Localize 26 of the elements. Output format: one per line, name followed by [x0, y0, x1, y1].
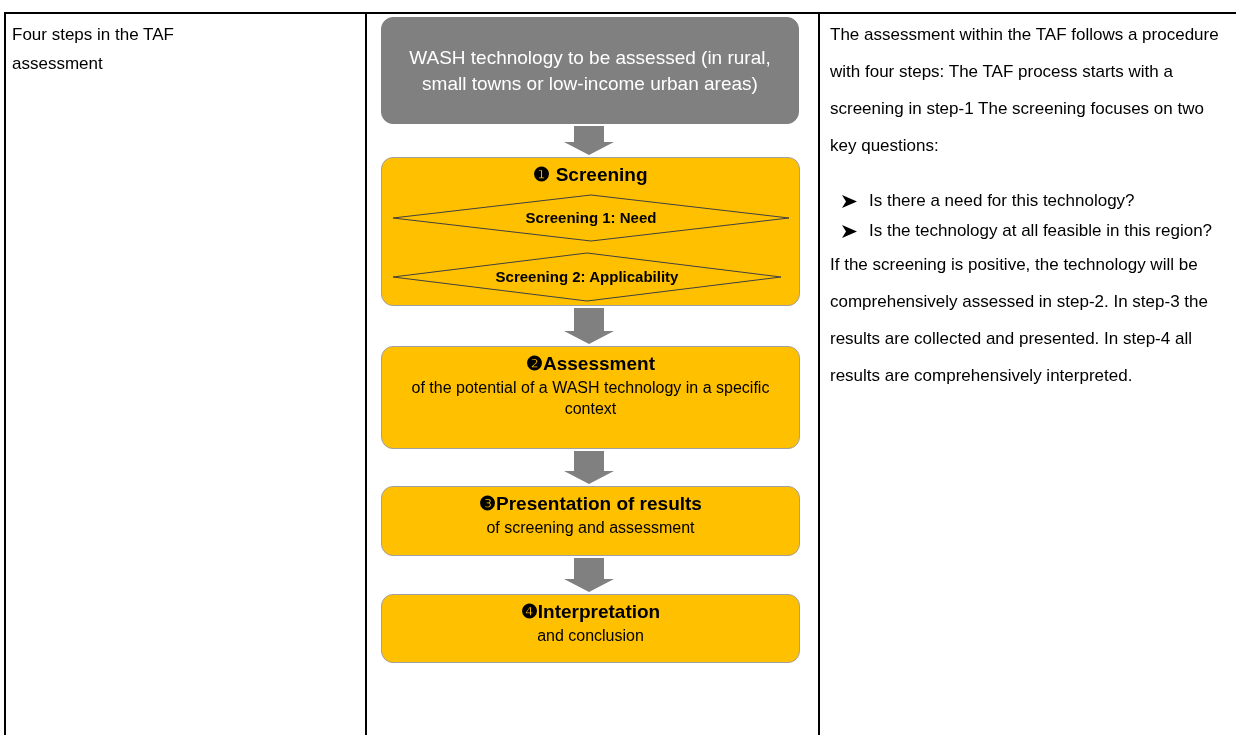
step-description: and conclusion [536, 626, 645, 646]
step-title: ❹Interpretation [520, 600, 661, 624]
diamond-label: Screening 2: Applicability [495, 267, 679, 287]
process-box [381, 157, 800, 306]
bullet-text: Is there a need for this technology? [869, 190, 1135, 212]
step-title: ❶ Screening [533, 163, 648, 187]
process-box [381, 594, 800, 663]
table-text: Four steps in the TAF assessment [12, 24, 175, 75]
block-arrow [564, 558, 614, 592]
process-box [381, 346, 800, 449]
decision-diamond [393, 252, 781, 302]
paragraph: If the screening is positive, the technology will be comprehensively assessed in step-2. In step-3 the results are collected and presented. In step-4 all results are comprehensively interpreted. [830, 254, 1209, 387]
block-arrow [564, 308, 614, 344]
process-box [381, 486, 800, 556]
step-title: ❸Presentation of results [479, 492, 702, 516]
step-description: of the potential of a WASH technology in a specific context [410, 378, 771, 419]
paragraph: The assessment within the TAF follows a procedure with four steps: The TAF process starts with a screening in step-1 The screening focuses on two key questions: [830, 24, 1220, 157]
decision-diamond [393, 194, 789, 242]
block-arrow [564, 451, 614, 484]
box-label: WASH technology to be assessed (in rural, small towns or low-income urban areas) [408, 45, 772, 96]
block-arrow [564, 126, 614, 155]
bullet-text: Is the technology at all feasible in this region? [869, 220, 1213, 242]
step-description: of screening and assessment [485, 518, 696, 538]
step-title: ❷Assessment [526, 352, 655, 376]
start-box [381, 17, 799, 124]
diamond-label: Screening 1: Need [525, 208, 657, 228]
